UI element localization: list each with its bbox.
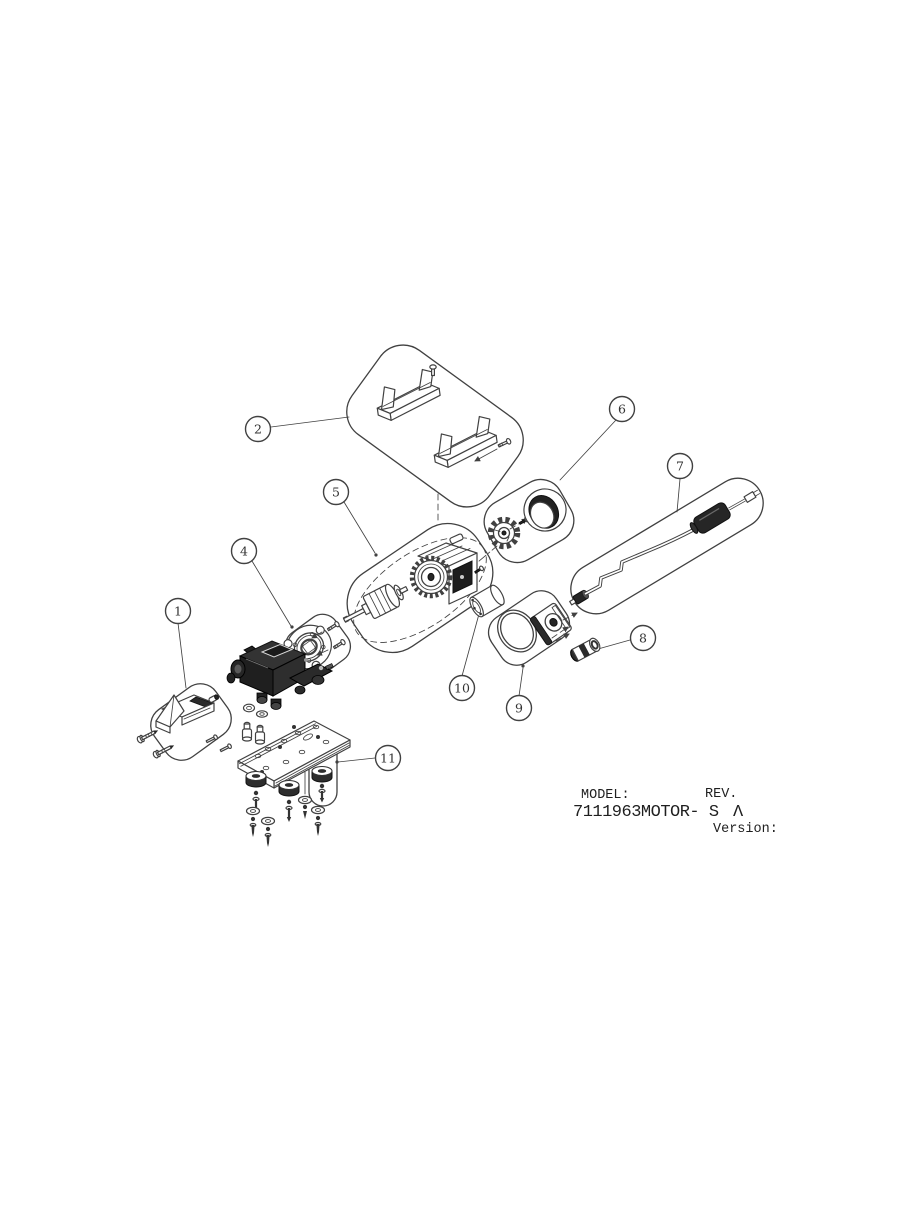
callout-5: 5 — [322, 478, 350, 506]
part-1-bolt-1 — [136, 730, 159, 744]
part-9-explode-arrow-2 — [555, 633, 570, 642]
rubber-foot-1 — [245, 770, 267, 788]
washer — [255, 710, 269, 718]
svg-text:6: 6 — [618, 402, 626, 417]
part-2-screw-top — [429, 364, 437, 377]
washer-screw-stack-4 — [310, 805, 326, 836]
washer-screw-stack-3 — [297, 795, 313, 819]
part-5-stator — [409, 533, 478, 605]
callout-4: 4 — [230, 537, 258, 565]
leader-lines — [177, 416, 681, 764]
pump-head-assembly — [226, 640, 334, 710]
part-6-fan — [487, 516, 521, 550]
part-5-rotor — [342, 583, 409, 623]
part-9-explode-arrow-1 — [562, 612, 578, 621]
part-1-bolt-2 — [152, 745, 175, 759]
svg-text:7: 7 — [676, 459, 684, 474]
model-value: 7111963MOTOR- S — [573, 803, 719, 822]
svg-text:11: 11 — [380, 751, 396, 766]
part-8-plug-bolt — [570, 637, 601, 662]
svg-text:5: 5 — [332, 485, 340, 500]
rubber-foot-2 — [278, 779, 300, 797]
loose-screw-1 — [205, 734, 218, 744]
part-4-screw-2 — [332, 638, 346, 650]
part-6-fan-cover — [523, 488, 567, 532]
callout-6: 6 — [608, 395, 636, 423]
callout-9: 9 — [505, 694, 533, 722]
svg-text:9: 9 — [515, 701, 523, 716]
standoff-1 — [241, 721, 253, 742]
group-9-outline — [487, 590, 571, 666]
callout-11: 11 — [374, 744, 402, 772]
callout-10: 10 — [448, 674, 476, 702]
part-4-screw-axis-2 — [316, 649, 329, 656]
callout-1: 1 — [164, 597, 192, 625]
standoff-2 — [254, 724, 266, 745]
svg-text:1: 1 — [174, 604, 182, 619]
part-2-screw-arrow — [474, 448, 498, 462]
svg-text:4: 4 — [240, 544, 248, 559]
model-label: MODEL: — [581, 788, 630, 803]
part-1-cover-bracket — [155, 694, 215, 734]
part-10-bearing-sleeve — [469, 584, 505, 618]
svg-text:10: 10 — [454, 681, 470, 696]
version-label: Version: — [713, 822, 778, 837]
group-7-outline — [570, 477, 764, 615]
washer-screw-stack-2 — [260, 816, 276, 847]
cord-strain-relief — [569, 589, 589, 606]
part-9-pump-cover — [529, 602, 572, 646]
hex-nut — [242, 703, 256, 713]
foot-screw-2 — [285, 799, 293, 822]
part-8-explode-arrow — [551, 626, 569, 639]
loose-screw-2 — [219, 743, 232, 753]
title-block: MODEL: REV. 7111963MOTOR- S Λ Version: — [573, 787, 778, 837]
group-2-outline — [346, 344, 524, 508]
part-6-screw-arrow — [509, 518, 528, 530]
rev-label: REV. — [705, 787, 737, 802]
part-5-dashed-envelope — [353, 537, 487, 643]
rev-value: Λ — [733, 803, 744, 822]
part-2-mount-bracket-b — [433, 415, 498, 468]
svg-text:8: 8 — [639, 631, 647, 646]
group-6-outline — [483, 478, 575, 564]
callout-8: 8 — [629, 624, 657, 652]
part-7-power-cord — [569, 489, 761, 606]
washer-screw-stack-1 — [245, 806, 261, 837]
part-2-screw-side — [497, 437, 512, 448]
foot-screw-3 — [318, 783, 326, 803]
svg-text:2: 2 — [254, 422, 262, 437]
part-4-screw-axis-1 — [311, 631, 323, 639]
part-5-screw-small — [474, 565, 485, 574]
callout-7: 7 — [666, 452, 694, 480]
pump-mounting-hardware — [241, 703, 269, 745]
cord-plug-connector — [743, 489, 761, 503]
cord-capacitor-block — [693, 502, 731, 534]
rubber-foot-3 — [311, 765, 333, 783]
part-1-knob — [208, 694, 219, 703]
callout-2: 2 — [244, 415, 272, 443]
part-4-screw-1 — [326, 620, 340, 632]
